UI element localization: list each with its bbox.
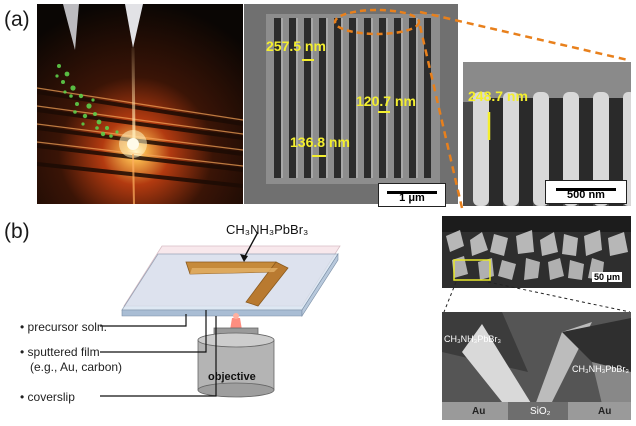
measurement-label: 248.7 nm xyxy=(468,88,528,104)
measurement-label: 257.5 nm xyxy=(266,38,326,54)
bullet-coverslip: • coverslip xyxy=(20,390,75,404)
laser-illustration xyxy=(37,4,243,204)
bullet-precursor: • precursor soln. xyxy=(20,320,107,334)
measurement-label: 120.7 nm xyxy=(356,93,416,109)
bullet-text: precursor soln. xyxy=(27,320,107,334)
scale-bar: 500 nm xyxy=(545,180,627,204)
substrate-label: Au xyxy=(472,406,486,417)
bullet-text: coverslip xyxy=(27,390,75,404)
panel-b-label: (b) xyxy=(4,220,30,243)
scale-bar-label: 500 nm xyxy=(567,189,605,201)
substrate-label: SiO₂ xyxy=(530,406,551,417)
compound-label: CH₃NH₃PbBr₃ xyxy=(226,222,309,237)
compound-label: CH₃NH₃PbBr₃ xyxy=(572,364,630,374)
scale-bar-label: 1 μm xyxy=(399,192,425,204)
sem-grating-image xyxy=(244,4,458,204)
sem-crystals-bottom: CH₃NH₃PbBr₃ CH₃NH₃PbBr₃ Au SiO₂ Au xyxy=(442,312,631,420)
compound-label: CH₃NH₃PbBr₃ xyxy=(444,334,502,344)
panel-a-label: (a) xyxy=(4,8,30,31)
scale-bar: 1 μm xyxy=(378,183,446,207)
device-schematic xyxy=(100,231,341,398)
bullet-sputtered: • sputtered film xyxy=(20,345,100,359)
sem-crystals-top: 50 μm xyxy=(442,216,631,288)
substrate-label: Au xyxy=(598,406,612,417)
objective-label: objective xyxy=(208,371,256,383)
bullet-text: (e.g., Au, carbon) xyxy=(30,360,123,374)
measurement-label: 136.8 nm xyxy=(290,134,350,150)
scale-bar-label: 50 μm xyxy=(592,272,623,282)
bullet-example: (e.g., Au, carbon) xyxy=(30,360,122,374)
bullet-text: sputtered film xyxy=(27,345,100,359)
